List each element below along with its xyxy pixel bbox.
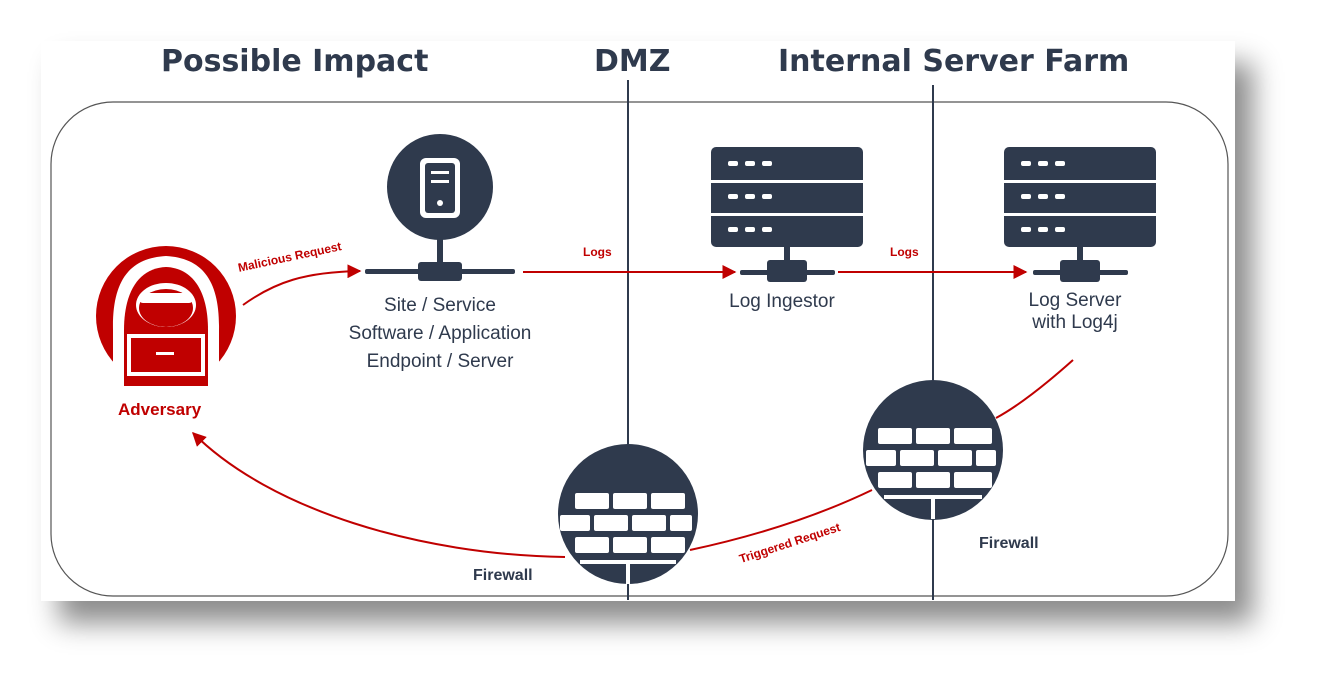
site-label-line-3: Endpoint / Server [366,351,514,372]
callback-to-server [995,359,1074,419]
log-server-label: Log Server with Log4j [1000,290,1150,334]
log-server-label-line-1: Log Server [1028,290,1122,311]
firewall-internal-label: Firewall [979,535,1039,552]
site-label-line-2: Software / Application [348,323,532,344]
server-rack-icon [1004,147,1156,282]
logs-label-2: Logs [890,245,919,259]
zone-title-possible-impact: Possible Impact [161,44,429,79]
triggered-request-arrow [689,489,873,551]
return-to-adversary-arrow [192,432,566,558]
site-label: Site / Service Software / Application En… [330,292,550,376]
network-boundary [50,101,1229,597]
log-ingestor-label: Log Ingestor [729,291,835,312]
zone-title-dmz: DMZ [594,44,671,79]
logs-label-1: Logs [583,245,612,259]
server-rack-icon [711,147,863,282]
site-label-line-1: Site / Service [384,295,496,316]
adversary-label: Adversary [118,400,202,419]
firewall-dmz-label: Firewall [473,567,533,584]
firewall-brick-icon [863,380,1003,520]
malicious-request-arrow [242,264,362,306]
log-server-label-line-2: with Log4j [1032,312,1118,333]
zone-title-internal-server-farm: Internal Server Farm [778,44,1130,79]
firewall-brick-icon [558,444,698,584]
server-tower-icon [365,134,515,281]
hooded-hacker-icon [96,246,236,386]
